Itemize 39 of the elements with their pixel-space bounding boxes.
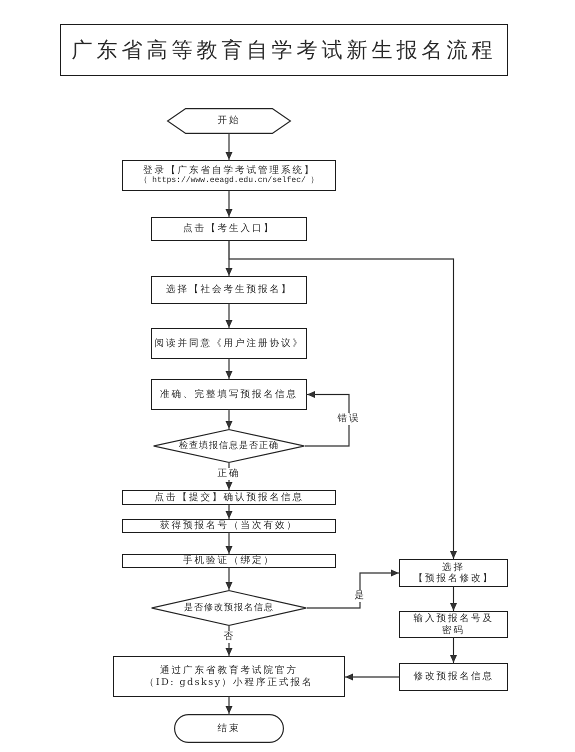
arrow: [226, 568, 232, 590]
end-terminator: 结束: [174, 714, 284, 743]
edge-label: 否: [222, 631, 236, 643]
url-text: （ https://www.eeagd.edu.cn/selfec/ ）: [138, 176, 320, 186]
arrow: [450, 638, 457, 663]
process-box: 修改预报名信息: [399, 663, 508, 691]
arrow: [305, 391, 350, 447]
decision-diamond: 是否修改预报名信息: [151, 590, 307, 626]
arrow: [226, 410, 232, 429]
arrow: [226, 533, 232, 554]
process-box: 点击【考生入口】: [151, 217, 307, 241]
process-box: 通过广东省教育考试院官方（ID: gdsksy）小程序正式报名: [113, 656, 345, 697]
title-banner: 广东省高等教育自学考试新生报名流程: [60, 24, 508, 76]
process-box: 点击【提交】确认预报名信息: [122, 490, 336, 505]
arrow: [226, 134, 232, 160]
step-text: 选择: [441, 562, 466, 573]
process-box: 手机验证（绑定）: [122, 554, 336, 568]
arrow: [345, 674, 399, 680]
process-box: 选择【社会考生预报名】: [151, 276, 307, 304]
process-box: 输入预报名号及密码: [399, 611, 508, 638]
process-box: [122, 160, 336, 191]
start-hexagon: 开始: [167, 108, 291, 134]
arrow: [450, 587, 457, 611]
process-box: 阅读并同意《用户注册协议》: [151, 328, 307, 359]
step-text: 登录【广东省自学考试管理系统】: [142, 165, 316, 176]
process-box: 准确、完整填写预报名信息: [151, 379, 307, 410]
arrow: [226, 304, 232, 328]
decision-diamond: 检查填报信息是否正确: [153, 429, 305, 463]
arrow: [226, 359, 232, 379]
arrow: [226, 191, 232, 217]
arrow: [226, 505, 232, 519]
process-box: 获得预报名号（当次有效）: [122, 519, 336, 533]
step-text: 【预报名修改】: [412, 573, 495, 584]
arrow: [228, 241, 457, 559]
arrow: [307, 570, 399, 609]
process-box: [399, 559, 508, 587]
arrow: [226, 697, 232, 714]
edge-label: 错误: [336, 413, 362, 425]
arrow: [226, 626, 232, 656]
